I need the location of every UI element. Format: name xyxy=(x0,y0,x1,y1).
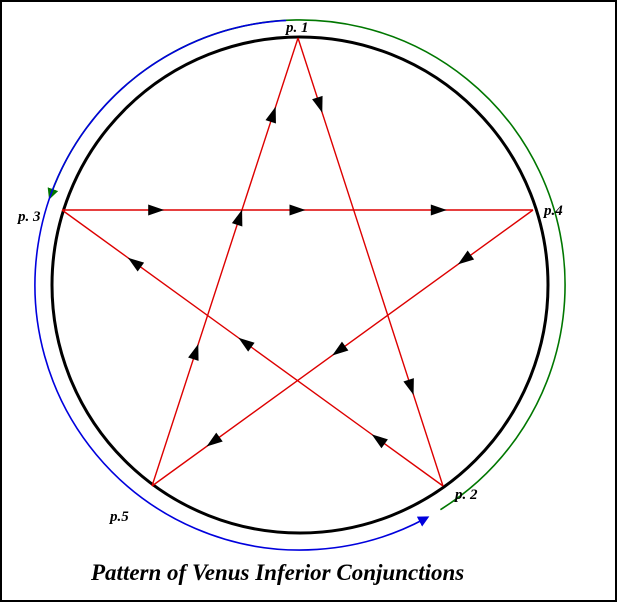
arrowhead-p4-p5-3 xyxy=(206,432,223,447)
outer-arc-blue xyxy=(34,19,430,551)
arrowhead-p3-p4-2 xyxy=(289,204,306,216)
edge-p2-p3 xyxy=(61,209,444,487)
outer-arc-green xyxy=(47,19,566,511)
arrowhead-p2-p3-2 xyxy=(238,337,255,352)
point-label-p4: p.4 xyxy=(542,203,563,219)
arrowhead-p2-p3-1 xyxy=(371,434,388,449)
point-label-p2: p. 2 xyxy=(453,487,478,503)
point-label-p3: p. 3 xyxy=(16,209,41,225)
arrowhead-p3-p4-3 xyxy=(430,204,447,216)
arrowhead-p5-p1-2 xyxy=(231,209,243,227)
diagram-caption: Pattern of Venus Inferior Conjunctions xyxy=(90,560,464,585)
arrowhead-p5-p1-3 xyxy=(265,106,276,124)
orbit-circle xyxy=(50,35,550,535)
edge-p5-p1 xyxy=(151,37,299,487)
arrowhead-p1-p2-2 xyxy=(403,378,414,396)
arrowhead-p5-p1-1 xyxy=(188,343,199,361)
arrowhead-p2-p3-3 xyxy=(127,257,145,272)
point-label-p5: p.5 xyxy=(108,509,129,525)
arrowhead-p4-p5-1 xyxy=(457,250,475,265)
arrowhead-p4-p5-2 xyxy=(332,341,349,356)
arrowhead-p3-p4-1 xyxy=(148,204,165,216)
direction-arrows xyxy=(127,95,475,449)
point-label-p1: p. 1 xyxy=(284,20,309,36)
arrowhead-p1-p2-1 xyxy=(312,95,323,113)
